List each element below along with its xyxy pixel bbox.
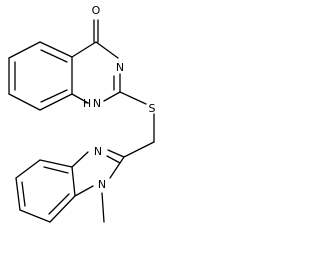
- atom-n1: N: [93, 97, 101, 110]
- bond-c7prime-c7a: [49, 195, 76, 223]
- atom-n1-hydrogen: H: [83, 97, 91, 110]
- atom-sulfur: S: [149, 102, 156, 115]
- bond-c2-s: [119, 91, 147, 105]
- bond-c4prime-c5prime: [15, 159, 41, 179]
- bond-c7-c8: [8, 93, 41, 111]
- bond-c2prime-n1prime: [109, 156, 125, 179]
- bond-n1-c8a: [71, 93, 89, 104]
- bond-c5prime-c6prime: [15, 177, 21, 211]
- bond-c4-n3: [95, 41, 119, 59]
- bond-ch2-c2prime: [123, 141, 155, 158]
- bond-c7prime-c7a-inner: [48, 193, 70, 215]
- atom-methyl-nitrogen: N: [98, 178, 106, 191]
- bond-c8-c8a-inner: [40, 89, 68, 103]
- bond-c3a-c4prime: [39, 159, 73, 168]
- bond-c4-c4a: [71, 41, 97, 58]
- atom-imine-nitrogen: N: [94, 145, 102, 158]
- bond-c5-c6: [8, 41, 41, 59]
- structure-diagram: O N H N S N N: [8, 4, 156, 223]
- bond-c3a-c4prime-inner: [43, 166, 69, 174]
- bond-c4a-c5-inner: [40, 49, 68, 63]
- atom-labels: O N H N S N N: [83, 4, 156, 191]
- bond-c5prime-c6prime-inner: [21, 181, 26, 207]
- bond-c2prime-n3prime-a: [107, 149, 125, 158]
- atom-n3: N: [116, 61, 124, 74]
- atom-oxygen: O: [92, 4, 101, 17]
- bond-c2-n1: [103, 91, 121, 102]
- bond-c4a-c5: [39, 41, 73, 58]
- bond-n1prime-c7a: [74, 185, 94, 197]
- bond-c2prime-n3prime-b: [106, 155, 121, 164]
- bond-c7a-c3a: [71, 166, 76, 197]
- bond-n1prime-methyl: [101, 192, 105, 223]
- bonds: [8, 19, 155, 223]
- bond-c6prime-c7prime: [19, 209, 51, 223]
- bond-n3prime-c3a: [71, 151, 89, 168]
- bond-c8-c8a: [39, 93, 73, 111]
